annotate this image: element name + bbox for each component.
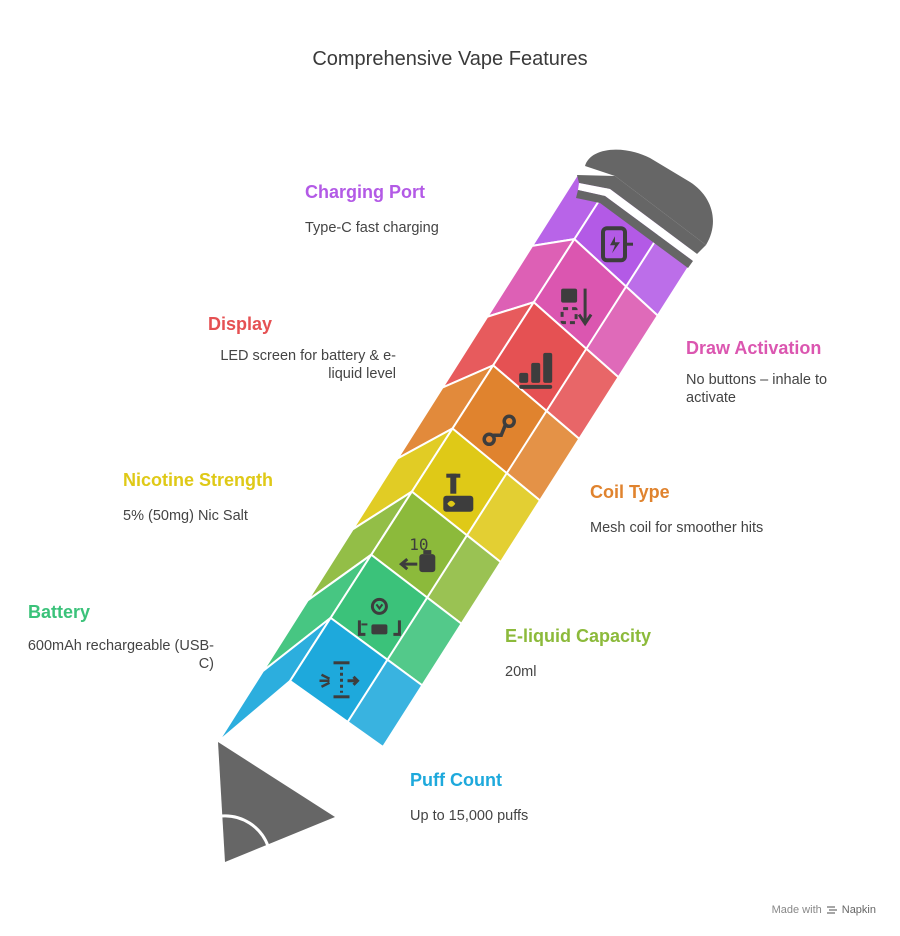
puff-spray-icon [319,661,360,699]
feature-title: Battery [28,602,91,622]
feature-title: Charging Port [305,182,425,202]
footer-credit: Made with Napkin [772,904,876,916]
feature-title: Puff Count [410,770,502,790]
feature-display: Display LED screen for battery & e-liqui… [198,314,396,383]
feature-coil-type: Coil Type Mesh coil for smoother hits [590,482,763,537]
feature-charging-port: Charging Port Type-C fast charging [305,182,439,237]
footer-made-with: Made with [771,904,822,916]
capacity-battery-icon: 10 [398,535,436,573]
napkin-logo-icon [826,906,837,914]
feature-description: LED screen for battery & e-liquid level [220,348,396,382]
feature-description: 5% (50mg) Nic Salt [123,508,248,524]
footer-brand: Napkin [841,904,876,916]
phone-charging-icon [601,226,633,263]
tap-select-icon [560,288,593,327]
feature-title: Draw Activation [686,338,822,358]
level-bars-icon [519,352,553,389]
feature-description: 20ml [505,664,537,680]
feature-description: Mesh coil for smoother hits [590,520,764,536]
feature-draw-activation: Draw Activation No buttons – inhale to a… [686,338,858,407]
diagram-title: Comprehensive Vape Features [312,48,588,70]
pencil-tip [218,742,335,862]
feature-e-liquid-capacity: E-liquid Capacity 20ml [505,626,651,681]
feature-title: Coil Type [590,482,670,502]
feature-battery: Battery 600mAh rechargeable (USB-C) [22,602,214,673]
feature-description: No buttons – inhale to activate [686,372,828,406]
pencil-body [217,174,698,748]
feature-nicotine-strength: Nicotine Strength 5% (50mg) Nic Salt [123,470,273,525]
coil-link-icon [482,414,516,447]
band-puff-count-right [346,658,424,748]
feature-title: E-liquid Capacity [505,626,652,646]
dropper-tank-icon [443,473,474,512]
icon-digits: 10 [409,535,428,554]
feature-description: Type-C fast charging [305,220,439,236]
pencil-cap [576,149,713,268]
feature-title: Display [208,314,273,334]
feature-title: Nicotine Strength [123,470,274,490]
feature-description: 600mAh rechargeable (USB-C) [27,638,214,672]
battery-charge-icon [357,597,401,636]
feature-puff-count: Puff Count Up to 15,000 puffs [410,770,528,825]
feature-description: Up to 15,000 puffs [410,808,529,824]
